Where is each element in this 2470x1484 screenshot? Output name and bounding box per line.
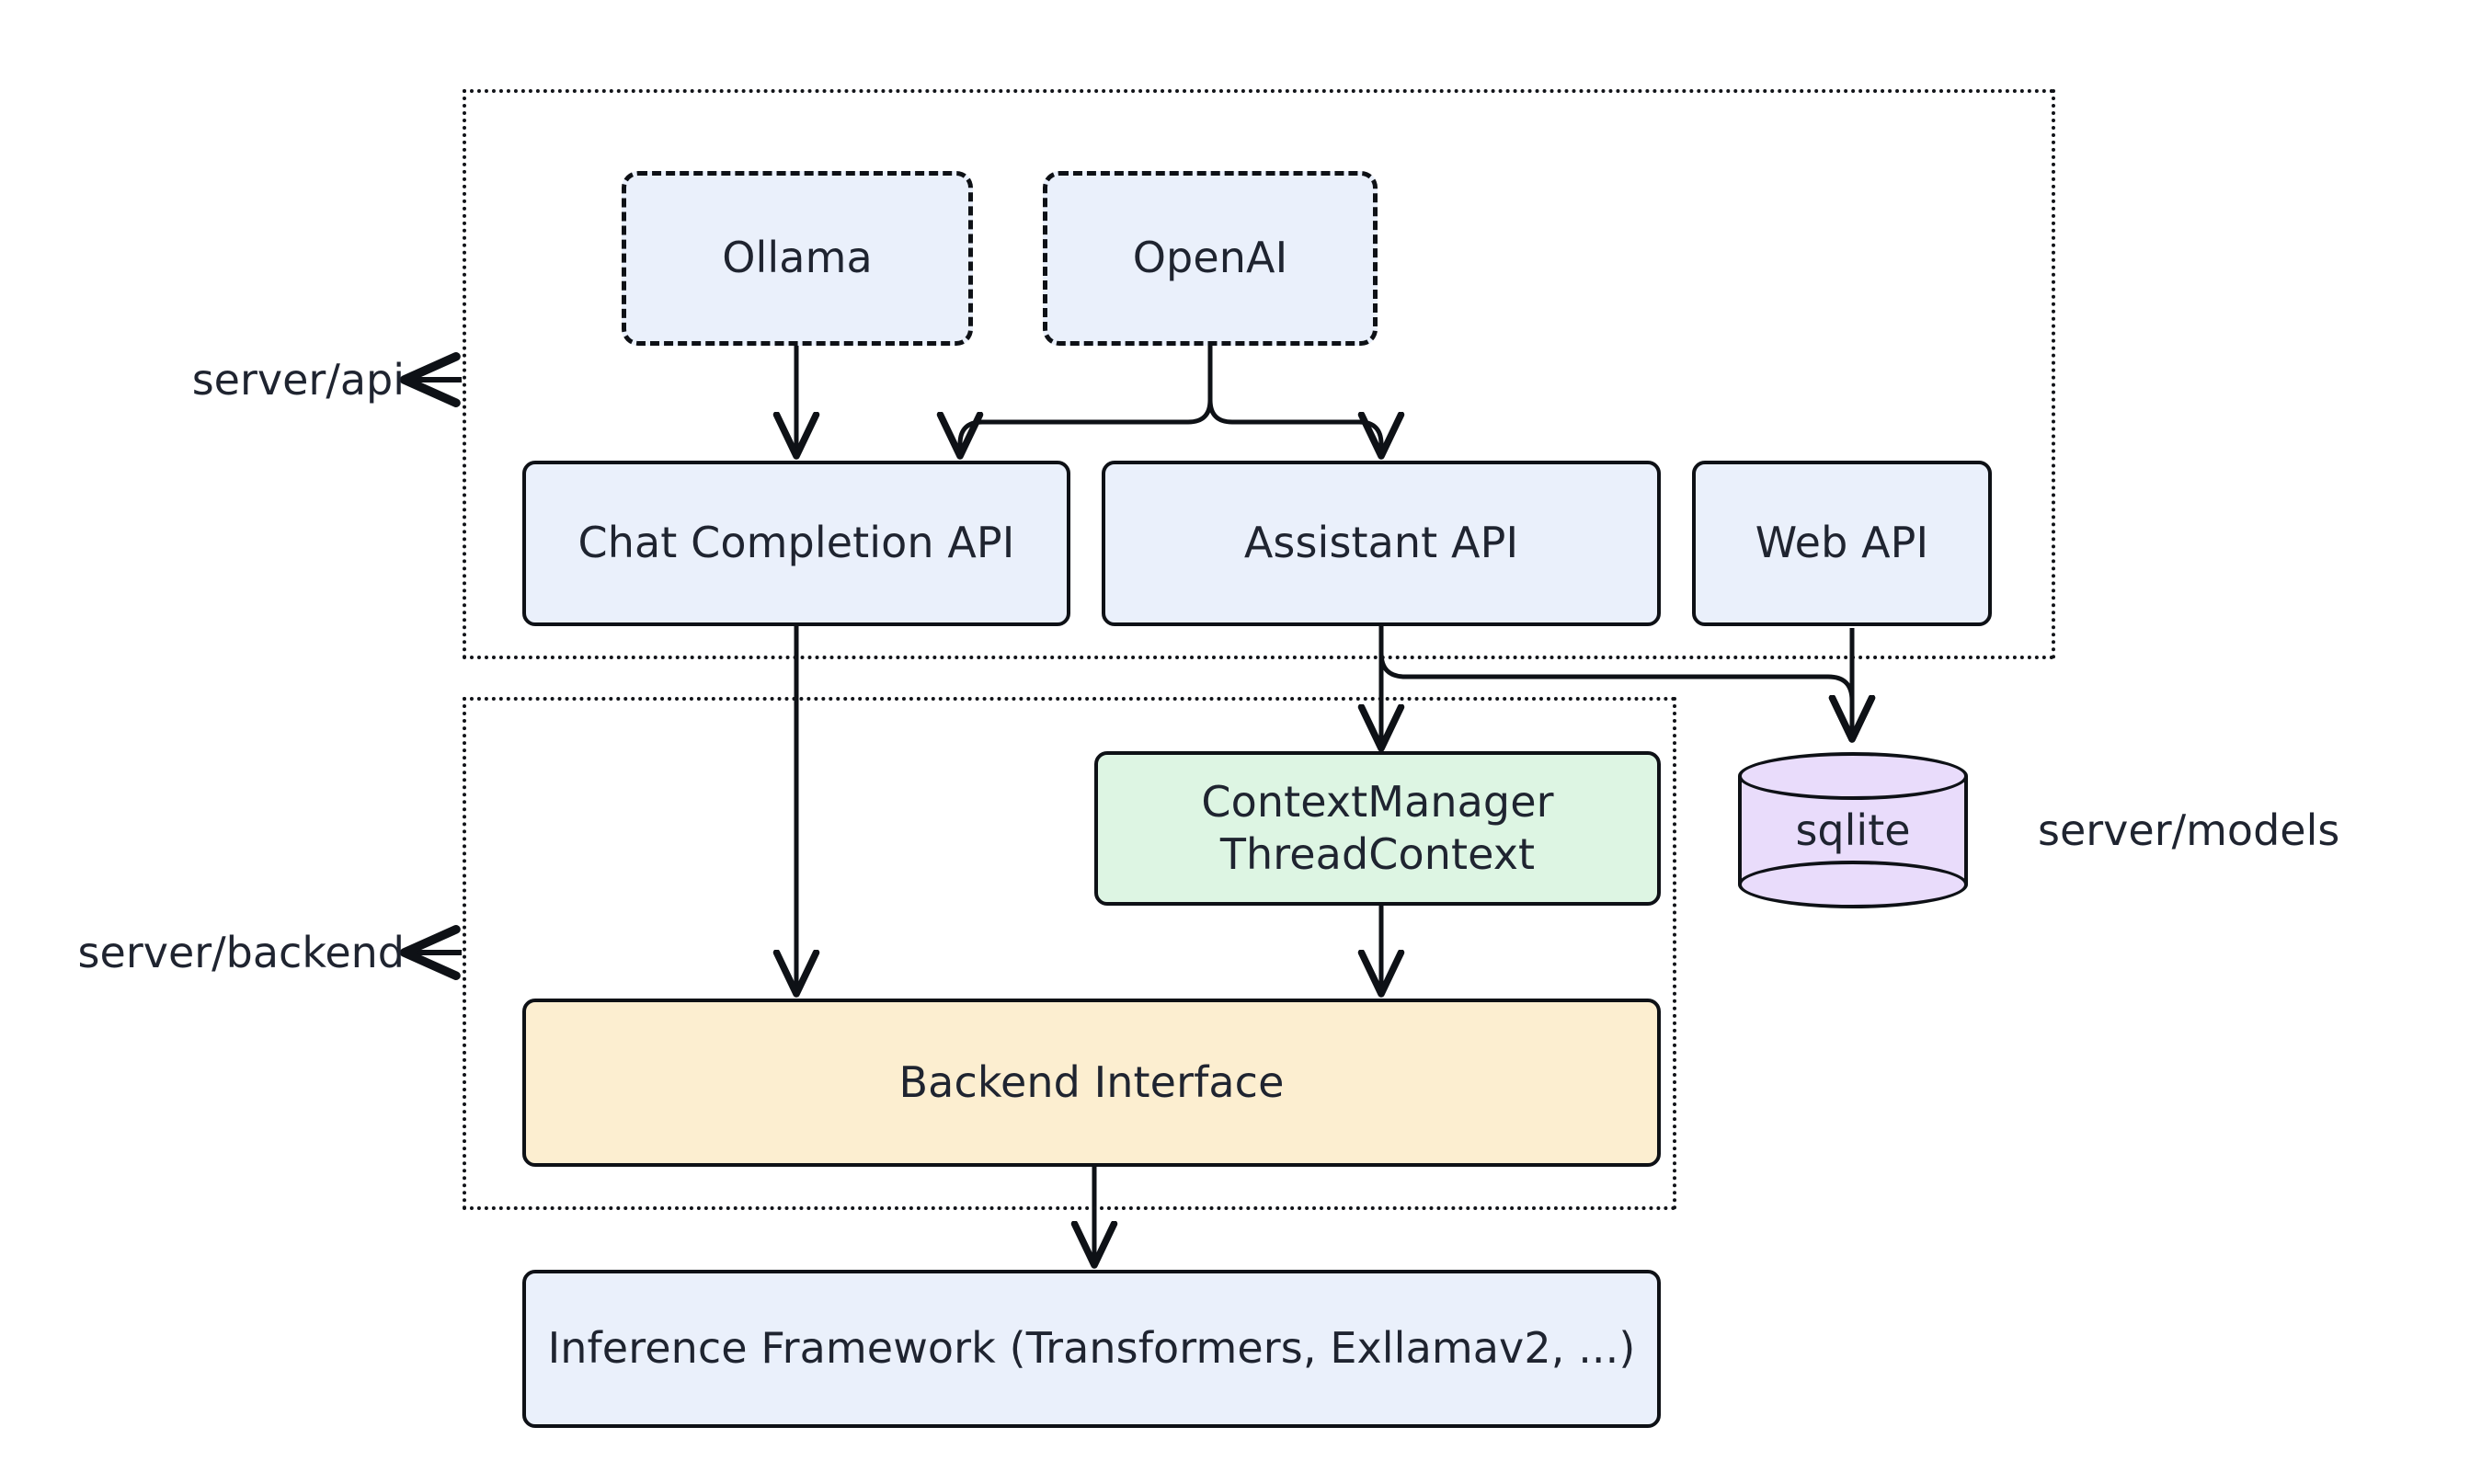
node-context-manager-label: ContextManager ThreadContext: [1111, 776, 1644, 882]
label-server-models: server/models: [2038, 809, 2339, 851]
label-server-api-text: server/api: [191, 355, 405, 405]
label-server-models-text: server/models: [2038, 805, 2340, 855]
label-server-api: server/api: [55, 359, 405, 401]
node-web-api-label: Web API: [1755, 518, 1929, 568]
group-server-api: [463, 89, 2055, 659]
node-backend-interface[interactable]: Backend Interface: [522, 999, 1661, 1167]
node-openai[interactable]: OpenAI: [1043, 171, 1378, 346]
node-backend-interface-label: Backend Interface: [898, 1056, 1285, 1107]
node-context-manager[interactable]: ContextManager ThreadContext: [1094, 751, 1661, 906]
node-ollama-label: Ollama: [722, 233, 873, 283]
sqlite-cylinder-bottom: [1738, 861, 1968, 908]
node-web-api[interactable]: Web API: [1692, 461, 1992, 626]
node-ollama[interactable]: Ollama: [622, 171, 973, 346]
node-assistant-api[interactable]: Assistant API: [1102, 461, 1661, 626]
node-sqlite-label: sqlite: [1795, 805, 1911, 855]
node-inference-framework-label: Inference Framework (Transformers, Exlla…: [547, 1323, 1636, 1374]
node-openai-label: OpenAI: [1132, 233, 1288, 283]
node-sqlite[interactable]: sqlite: [1738, 752, 1968, 908]
node-chat-completion-api[interactable]: Chat Completion API: [522, 461, 1070, 626]
node-chat-completion-api-label: Chat Completion API: [577, 518, 1015, 568]
node-context-manager-line-2: ThreadContext: [1219, 829, 1536, 879]
label-server-backend: server/backend: [9, 931, 405, 974]
node-context-manager-line-1: ContextManager: [1201, 776, 1554, 827]
label-server-backend-text: server/backend: [77, 928, 405, 977]
node-assistant-api-label: Assistant API: [1243, 518, 1519, 568]
node-inference-framework[interactable]: Inference Framework (Transformers, Exlla…: [522, 1270, 1661, 1428]
group-server-backend: [463, 697, 1676, 1210]
sqlite-cylinder-top: [1738, 752, 1968, 800]
